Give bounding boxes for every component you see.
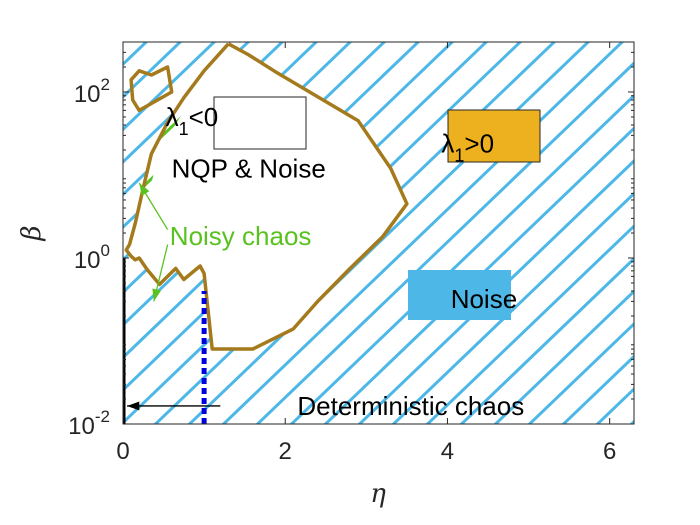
lambda-subscript: 1 (179, 119, 189, 139)
noisy-chaos-hatch-line (640, 0, 700, 460)
noise-hatch-line (123, 42, 217, 132)
noise-hatch-line (696, 0, 700, 460)
noise-hatch-line (357, 158, 634, 424)
noise-hatch-line (289, 93, 634, 424)
noise-hatch-line (561, 354, 634, 424)
noise-hatch-line (493, 289, 634, 424)
x-tick-label: 0 (116, 438, 129, 465)
lambda-negative-label: λ1<0 (166, 96, 307, 150)
lambda-positive-label: λ1>0 (441, 109, 541, 165)
arrow-head (139, 183, 150, 196)
lambda-negative-text: λ1<0 (166, 102, 219, 139)
lambda-positive-text: λ1>0 (441, 128, 494, 165)
noise-hatch-line (123, 42, 183, 99)
lambda-negative-region (126, 43, 407, 350)
noise-hatch-line (527, 321, 634, 424)
y-axis-ticks: 10-2 100 102 (68, 41, 634, 440)
noise-hatch-line (323, 126, 634, 424)
lambda-symbol: λ (441, 128, 454, 158)
noise-hatch-line (187, 42, 591, 424)
annotation-arrows (127, 182, 221, 411)
plot-region (0, 0, 700, 460)
x-axis-ticks: 0 2 4 6 (116, 42, 616, 465)
noise-text: Noise (451, 284, 517, 314)
lambda-symbol: λ (166, 102, 179, 132)
noise-box (408, 270, 511, 320)
noisy-chaos-hatch-line (0, 0, 100, 460)
y-tick-label: 100 (74, 241, 110, 274)
noisy-chaos-hatch-line (674, 0, 700, 460)
x-axis-label: η (370, 479, 386, 509)
x-tick-label: 6 (603, 438, 616, 465)
noise-hatch-line (628, 0, 700, 460)
noisy-chaos-loop-curve (129, 65, 174, 113)
noisy-chaos-hatch-line (640, 0, 700, 460)
y-axis-label: β (17, 225, 47, 241)
noisy-chaos-label: Noisy chaos (170, 221, 312, 251)
y-tick-label: 102 (74, 75, 110, 108)
lambda-negative-box (213, 96, 307, 150)
nqp-noise-label: NQP & Noise (172, 153, 326, 183)
noise-hatch-line (459, 256, 634, 424)
lambda-subscript: 1 (454, 145, 464, 165)
arrow-to-chaos-loop (138, 182, 169, 230)
noise-hatch-line (221, 42, 625, 424)
noisy-chaos-hatch-line (674, 0, 700, 460)
noise-hatch-line (391, 191, 634, 424)
arrow-to-lower-chaos (152, 244, 169, 302)
noisy-chaos-hatch-line (0, 0, 100, 460)
lambda-relation: >0 (464, 128, 494, 158)
deterministic-chaos-label: Deterministic chaos (297, 391, 524, 421)
noise-hatch-line (255, 61, 634, 424)
x-tick-label: 2 (279, 438, 292, 465)
lambda-positive-box (447, 109, 541, 163)
noise-hatch-line (425, 224, 634, 424)
arrow-to-deterministic (127, 401, 221, 411)
x-tick-label: 4 (441, 438, 454, 465)
lambda-relation: <0 (189, 102, 219, 132)
y-tick-label: 10-2 (68, 407, 110, 440)
arrow-head (152, 288, 162, 302)
noise-label: Noise (408, 270, 517, 320)
noise-hatch-line (662, 0, 700, 460)
arrow-head (127, 401, 140, 411)
